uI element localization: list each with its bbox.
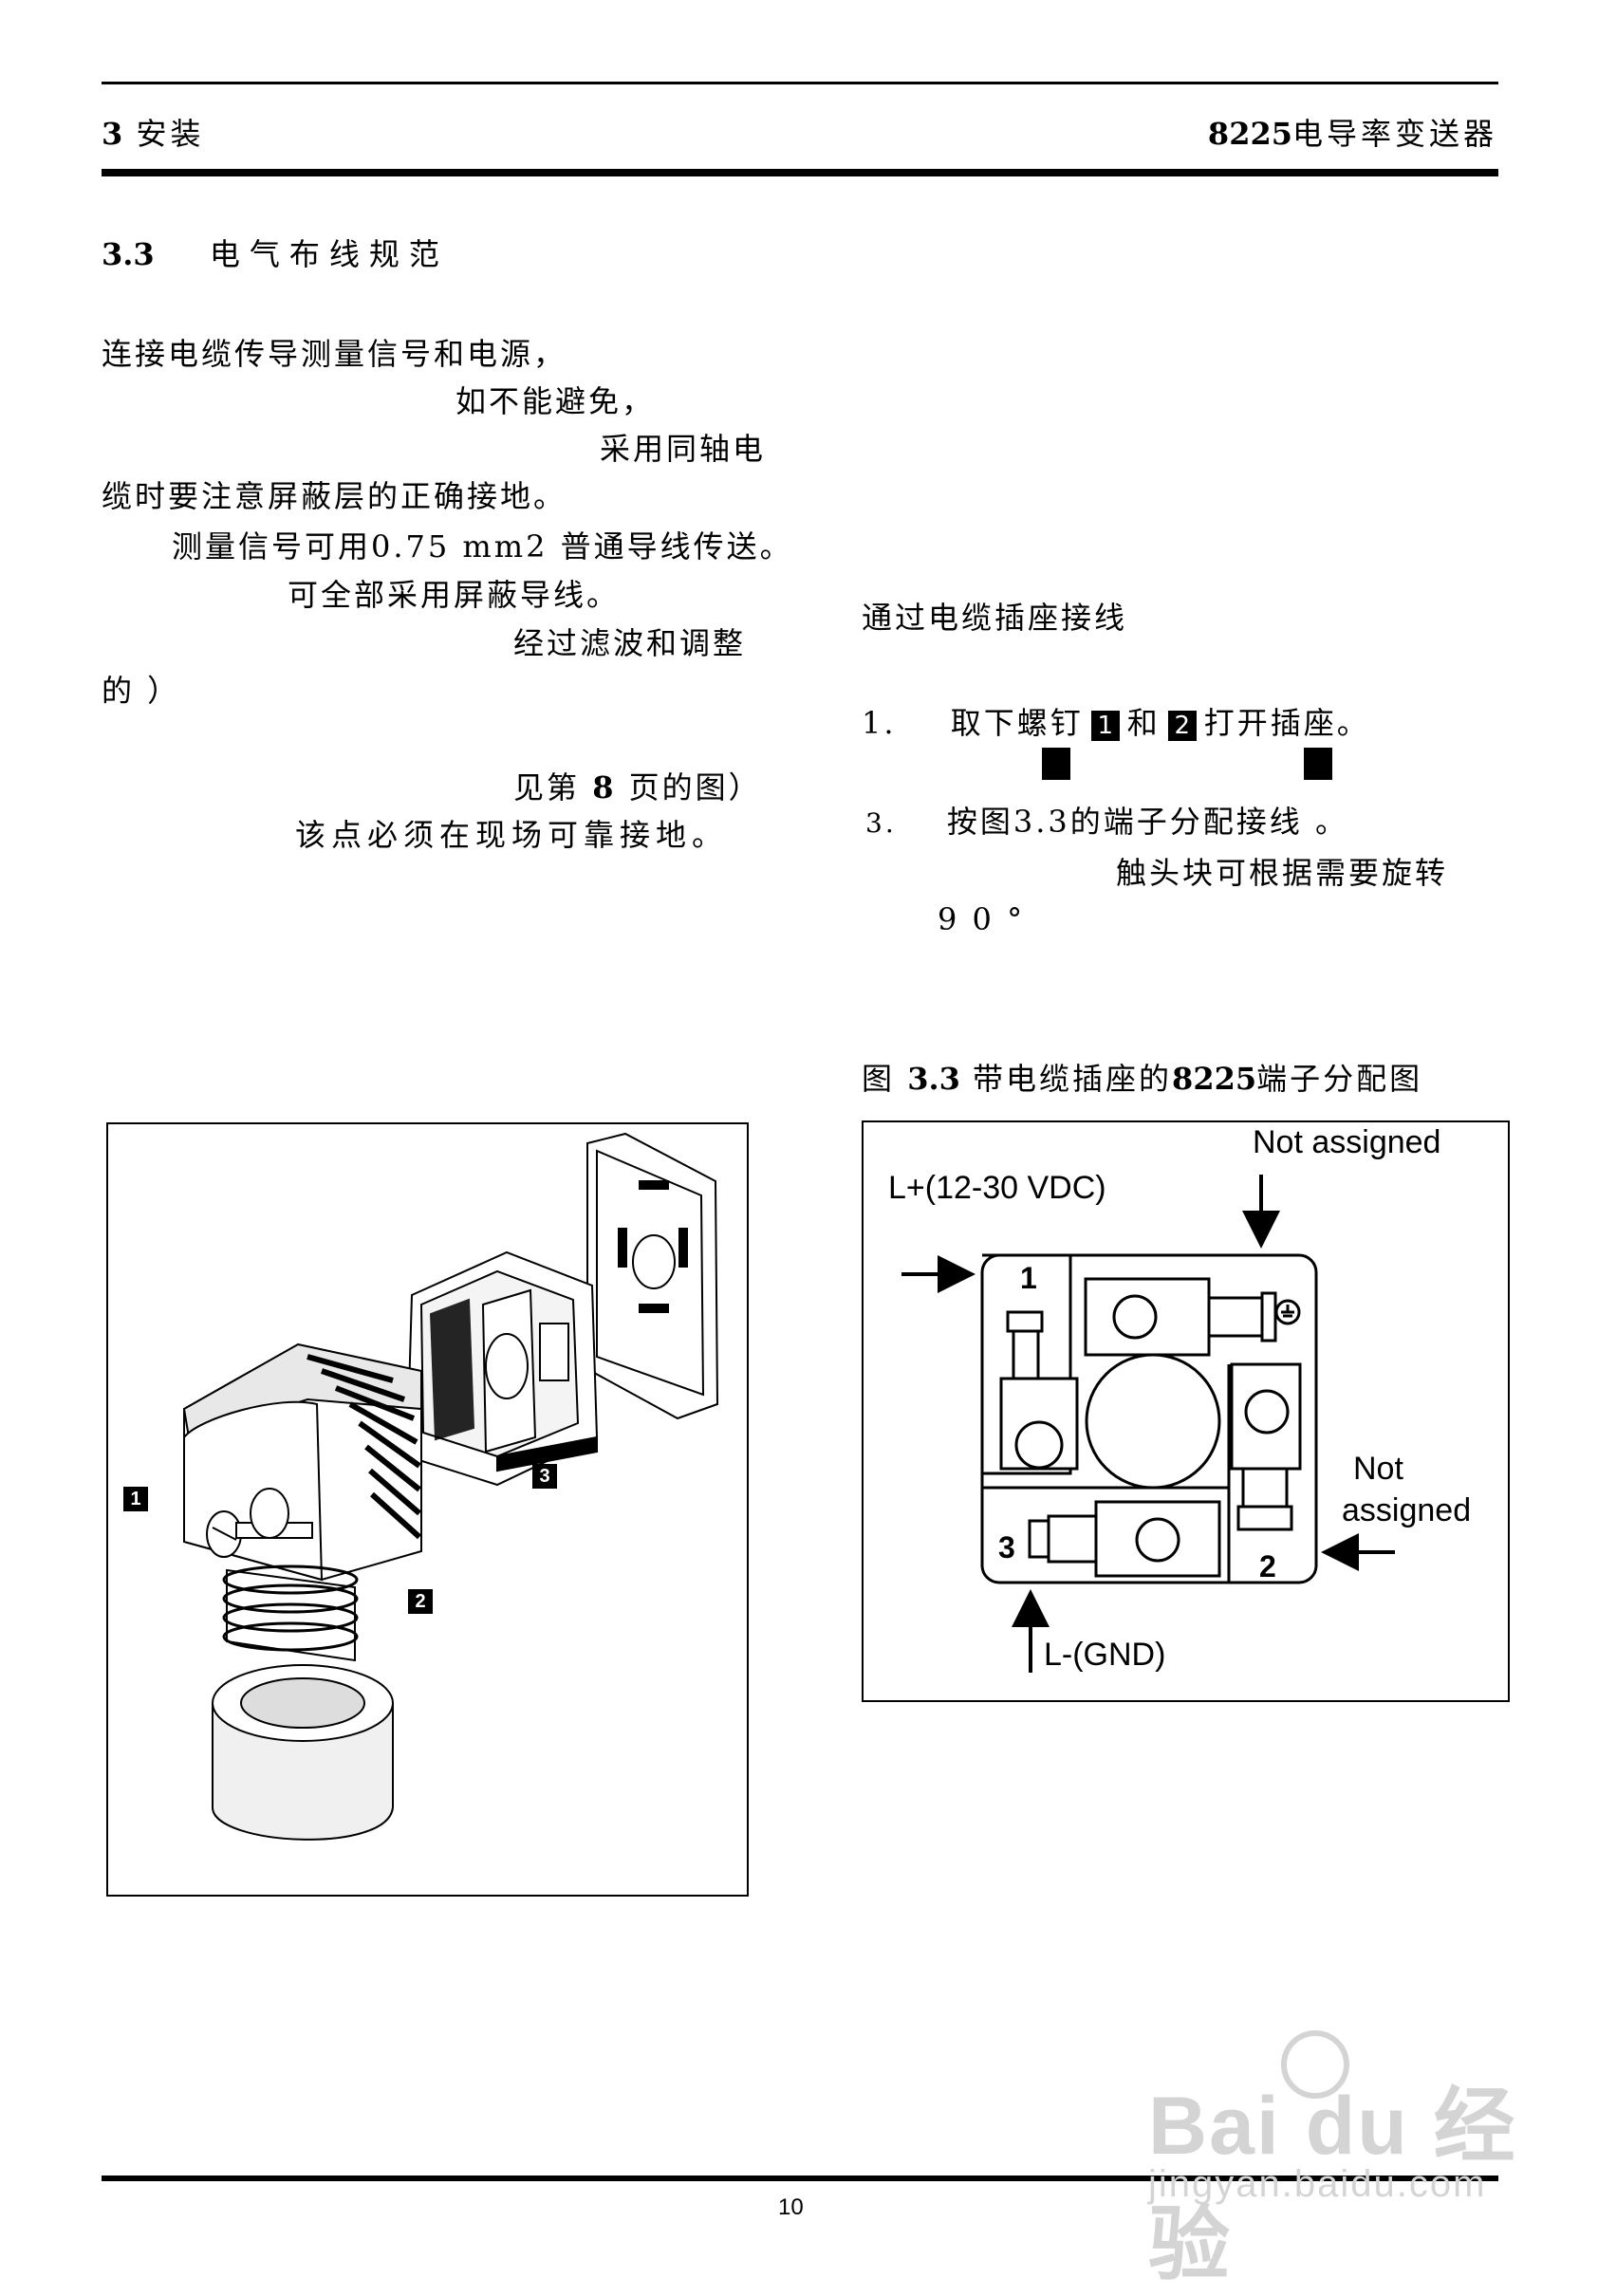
header-chapter-number: 3 (102, 116, 123, 152)
terminal-3-label: 3 (998, 1530, 1015, 1565)
step-3-text: 按图3.3的端子分配接线 。 (946, 804, 1348, 840)
figure-caption-mid: 带电缆插座的 (973, 1061, 1173, 1097)
body-line-4: 缆时要注意屏蔽层的正确接地。 (102, 478, 567, 514)
body-line-1: 连接电缆传导测量信号和电源， (102, 336, 567, 372)
redacted-block-2 (1304, 748, 1332, 780)
section-heading: 3.3 电气布线规范 (102, 231, 449, 274)
exploded-view-figure: 1 2 3 (106, 1122, 749, 1897)
step-1-number: 1. (862, 705, 897, 741)
paw-icon (1281, 2030, 1349, 2099)
step-1-text-c: 打开插座。 (1203, 705, 1370, 741)
step-3-line-2: 触头块可根据需要旋转 (1116, 855, 1449, 891)
body-line-9-pre: 见第 (513, 769, 581, 805)
body-line-7: 经过滤波和调整 (513, 625, 747, 661)
exploded-label-3: 3 (532, 1464, 557, 1489)
step-3-line-3: 9 0 ° (938, 901, 1026, 937)
body-line-8: 的 ） (102, 673, 181, 709)
page-number: 10 (778, 2194, 804, 2220)
figure-caption-pre: 图 (862, 1061, 896, 1097)
body-line-10: 该点必须在现场可靠接地。 (295, 817, 729, 853)
figure-caption-post: 端子分配图 (1256, 1061, 1423, 1097)
label-l-plus: L+(12-30 VDC) (888, 1170, 1106, 1206)
watermark-url: jingyan.baidu.com (1148, 2163, 1487, 2205)
header-product-name: 电导率变送器 (1291, 116, 1497, 152)
header-top-rule (102, 82, 1498, 84)
terminal-block-drawing (901, 1175, 1395, 1673)
figure-caption: 图 3.3 带电缆插座的8225端子分配图 (862, 1055, 1422, 1099)
body-line-2: 如不能避免， (455, 383, 656, 419)
screw-2-badge: 2 (1167, 711, 1197, 741)
redacted-block-1 (1042, 748, 1070, 780)
body-line-9-post: 页的图） (628, 769, 762, 805)
step-1-text-b: 和 (1126, 705, 1161, 741)
section-title: 电气布线规范 (209, 236, 449, 272)
footer-rule (102, 2176, 1498, 2181)
screw-1-badge: 1 (1090, 711, 1120, 741)
section-number: 3.3 (102, 236, 155, 272)
header-chapter-title: 安装 (136, 116, 205, 152)
terminal-assignment-figure: L+(12-30 VDC) Not assigned Not assigned … (862, 1120, 1510, 1702)
header-bottom-rule (102, 169, 1498, 176)
exploded-connector-drawing (182, 1132, 719, 1841)
figure-caption-model: 8225 (1172, 1061, 1257, 1097)
label-not-assigned-top: Not assigned (1253, 1124, 1441, 1160)
header-model: 8225 (1207, 116, 1292, 152)
header-product: 8225电导率变送器 (1208, 110, 1497, 154)
connector-heading: 通过电缆插座接线 (862, 600, 1128, 636)
body-line-9-page: 8 (592, 769, 617, 805)
label-not-assigned-right-1: Not (1353, 1451, 1403, 1487)
step-1-text-a: 取下螺钉 (950, 705, 1084, 741)
label-not-assigned-right-2: assigned (1342, 1492, 1472, 1528)
body-line-5: 测量信号可用0.75 mm2 普通导线传送。 (172, 528, 793, 565)
body-line-3: 采用同轴电 (600, 431, 767, 467)
label-l-minus: L-(GND) (1044, 1637, 1166, 1673)
exploded-label-2: 2 (408, 1589, 433, 1614)
step-3-number: 3. (865, 807, 897, 839)
body-line-9: 见第 8 页的图） (513, 764, 762, 807)
figure-caption-number: 3.3 (907, 1061, 960, 1097)
step-3: 3. 按图3.3的端子分配接线 。 (865, 798, 1348, 842)
exploded-label-1: 1 (123, 1487, 148, 1511)
terminal-2-label: 2 (1259, 1549, 1276, 1583)
header-chapter: 3 安装 (102, 110, 204, 154)
body-line-6: 可全部采用屏蔽导线。 (288, 577, 621, 613)
terminal-1-label: 1 (1020, 1261, 1037, 1295)
